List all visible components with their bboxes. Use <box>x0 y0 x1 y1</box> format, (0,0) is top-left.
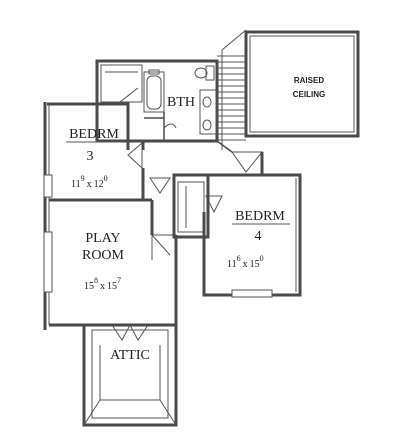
hall-closet <box>172 173 210 239</box>
raised-ceiling-area: RAISED CEILING <box>217 29 360 150</box>
raised-ceiling-label-1: RAISED <box>294 76 324 85</box>
hall-doors <box>127 141 264 214</box>
bath-label: BTH <box>167 95 195 110</box>
bathtub <box>143 69 165 113</box>
play-room-name-1: PLAY <box>85 231 120 246</box>
attic-label: ATTIC <box>110 348 150 363</box>
bedroom-4-number: 4 <box>255 229 262 244</box>
vanity <box>199 89 217 135</box>
toilet <box>194 65 215 81</box>
play-room-name-2: ROOM <box>82 248 125 263</box>
hall-walls <box>141 140 264 235</box>
stair-lines <box>217 29 247 150</box>
bedroom-4-name: BEDRM <box>235 209 285 224</box>
attic: ATTIC <box>82 323 178 427</box>
bedroom-3-name: BEDRM <box>69 127 119 142</box>
bedroom-3-number: 3 <box>87 149 94 164</box>
raised-ceiling-label-2: CEILING <box>293 90 325 99</box>
bath-block: BTH <box>95 59 219 143</box>
